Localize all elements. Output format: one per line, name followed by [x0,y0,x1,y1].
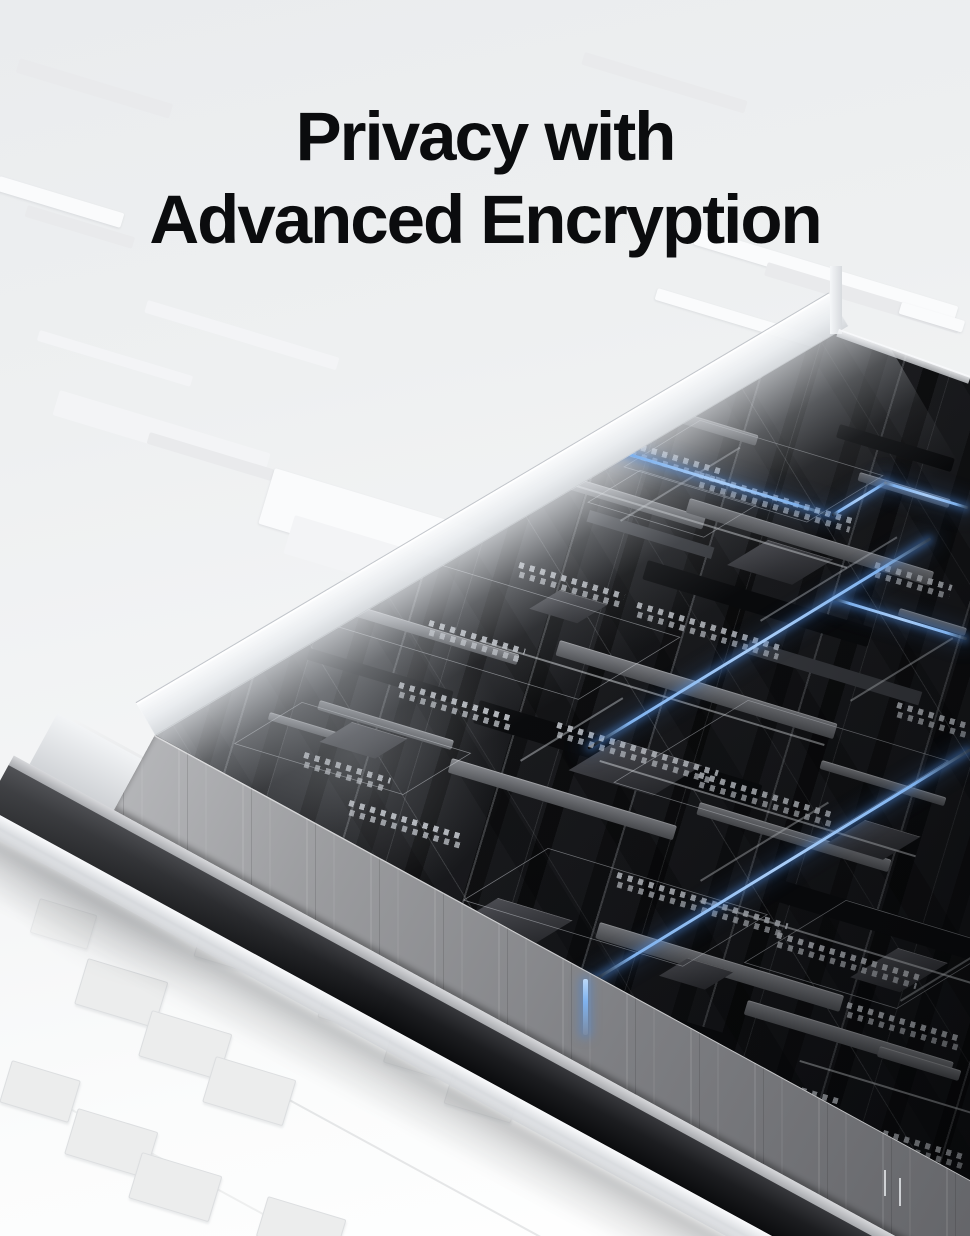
headline-line-1: Privacy with [295,98,677,176]
headline-line-2: Advanced Encryption [149,181,822,259]
circuit-detail [345,800,465,850]
circuit-detail [893,702,970,746]
blue-trace-edge-drop [583,979,588,1035]
circuit-detail [835,424,955,473]
circuit-detail [144,300,340,371]
circuit-detail [0,1060,81,1123]
white-trace-edge-drop [884,1170,886,1196]
page-title: Privacy with Advanced Encryption [0,96,970,262]
circuit-detail [255,1196,347,1236]
circuit-detail [128,1152,223,1223]
white-trace-edge-drop [899,1178,901,1206]
chip-glass-corner [830,266,842,334]
blue-trace-upper-right [883,481,969,510]
circuit-detail [36,330,194,387]
